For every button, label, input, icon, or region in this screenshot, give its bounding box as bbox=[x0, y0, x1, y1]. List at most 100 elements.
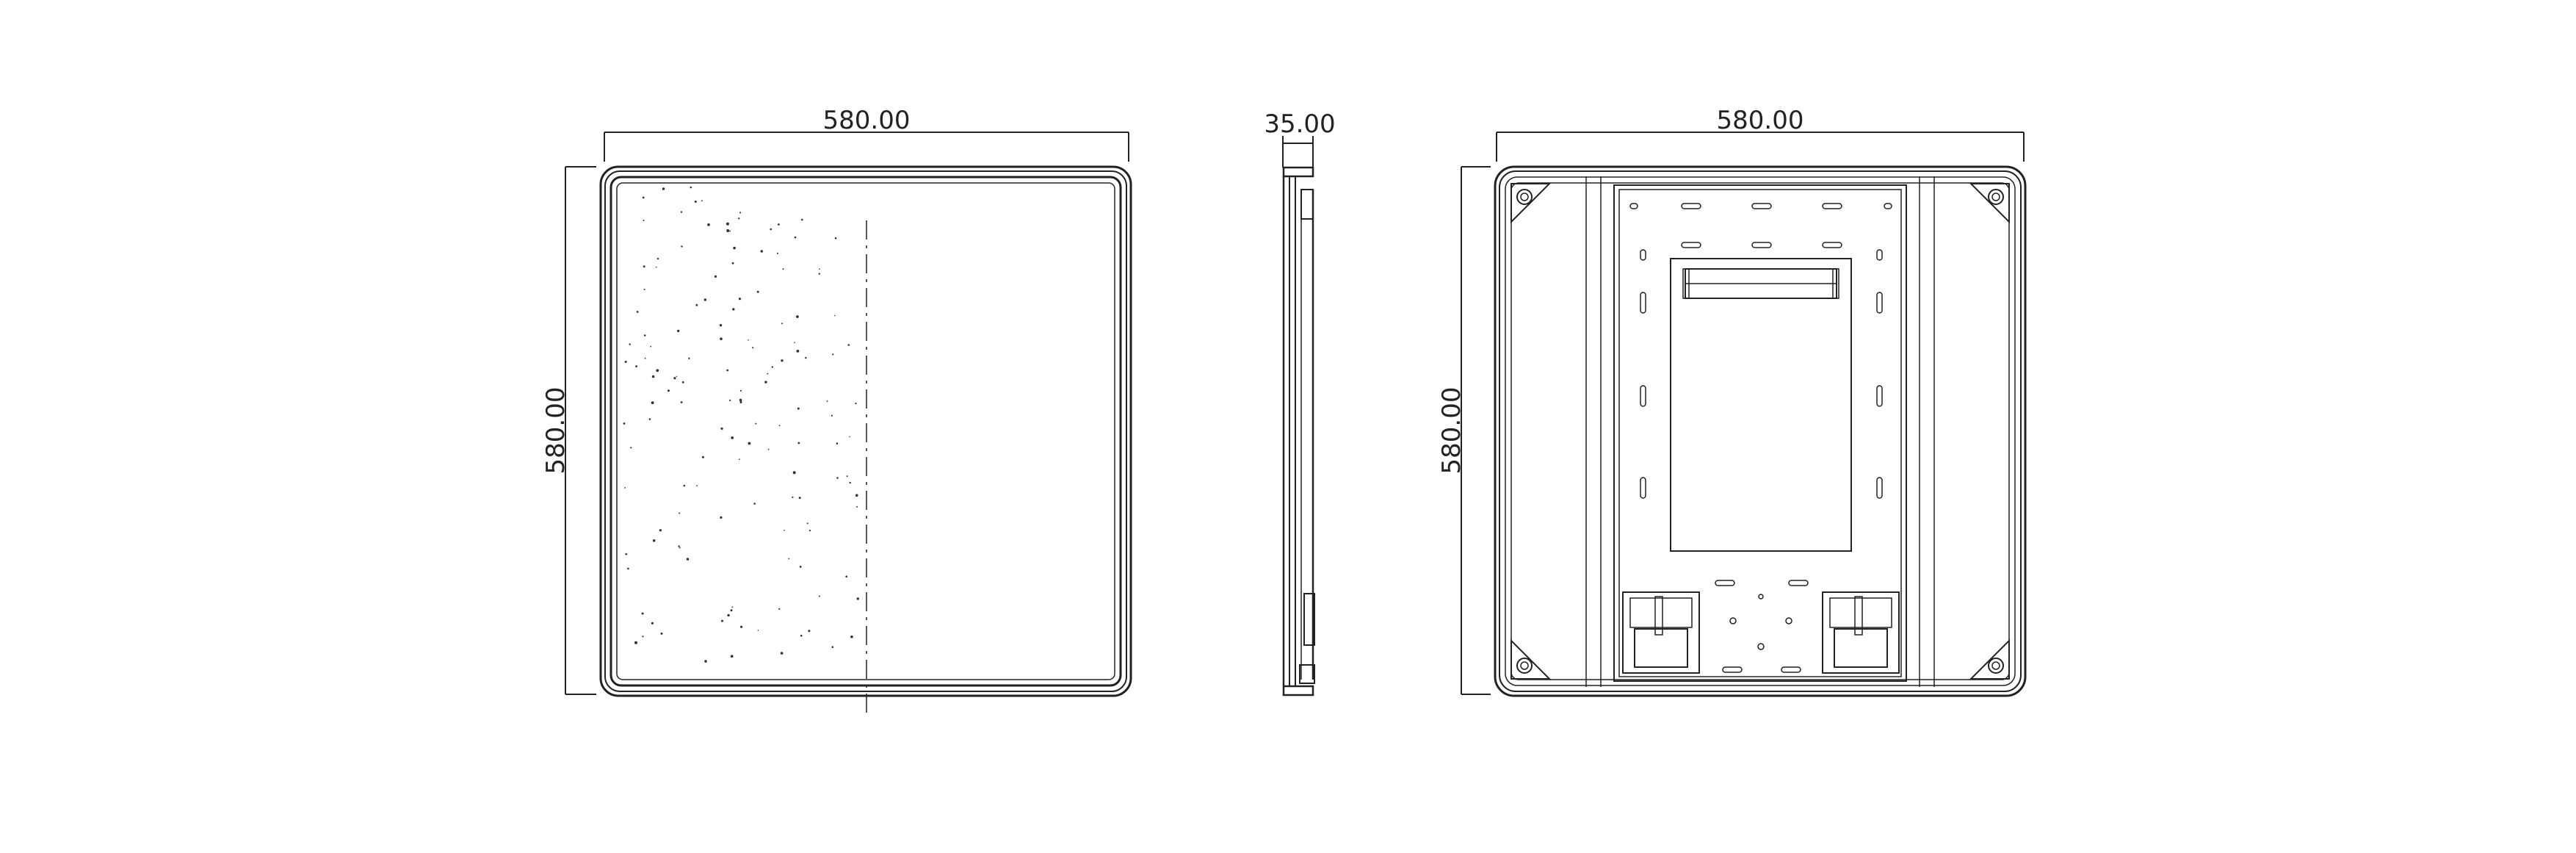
speckle-dot bbox=[701, 456, 704, 458]
power-box-right bbox=[1822, 591, 1900, 674]
speckle-dot bbox=[732, 308, 735, 311]
speckle-dot bbox=[755, 422, 757, 425]
speckle-dot bbox=[834, 314, 836, 317]
speckle-dot bbox=[767, 372, 769, 375]
speckle-dot bbox=[623, 422, 626, 425]
horizontal-slot bbox=[1822, 242, 1842, 248]
speckle-dot bbox=[720, 337, 723, 341]
speckle-dot bbox=[681, 381, 684, 384]
speckle-dot bbox=[721, 619, 723, 622]
speckle-dot bbox=[641, 612, 644, 615]
plate-cutout bbox=[1670, 258, 1852, 552]
speckle-dot bbox=[832, 353, 834, 356]
speckle-dot bbox=[808, 630, 811, 633]
speckle-dot bbox=[701, 200, 703, 202]
speckle-dot bbox=[800, 634, 803, 637]
horizontal-slot bbox=[1884, 203, 1892, 209]
speckle-dot bbox=[648, 418, 651, 420]
speckle-dot bbox=[801, 218, 803, 221]
speckle-dot bbox=[651, 622, 654, 625]
speckle-dot bbox=[784, 530, 785, 531]
speckle-dot bbox=[660, 632, 663, 635]
speckle-dot bbox=[778, 608, 781, 611]
speckle-dot bbox=[642, 196, 645, 199]
speckle-dot bbox=[798, 497, 801, 500]
speckle-dot bbox=[845, 575, 847, 577]
speckle-dot bbox=[726, 369, 729, 372]
speckle-dot bbox=[652, 539, 656, 542]
speckle-dot bbox=[651, 375, 655, 378]
speckle-dot bbox=[819, 268, 820, 270]
vertical-slot bbox=[1640, 385, 1646, 407]
speckle-dot bbox=[680, 401, 683, 403]
speckle-dot bbox=[797, 442, 800, 445]
corner-bracket-top-left bbox=[1510, 183, 1552, 224]
front-frosted-pattern bbox=[623, 186, 860, 663]
side-profile bbox=[1282, 166, 1315, 697]
horizontal-slot bbox=[1751, 203, 1772, 209]
speckle-dot bbox=[847, 344, 850, 346]
vertical-slot bbox=[1876, 292, 1883, 314]
speckle-dot bbox=[694, 201, 697, 203]
speckle-dot bbox=[627, 567, 629, 570]
speckle-dot bbox=[805, 356, 807, 359]
speckle-dot bbox=[729, 230, 731, 232]
speckle-dot bbox=[767, 448, 770, 450]
mounting-slots bbox=[1629, 203, 1892, 673]
speckle-dot bbox=[667, 389, 670, 392]
speckle-dot bbox=[760, 250, 764, 253]
speckle-dot bbox=[796, 315, 799, 318]
speckle-dot bbox=[703, 298, 707, 301]
speckle-dot bbox=[855, 494, 858, 497]
speckle-dot bbox=[656, 369, 659, 372]
back-width-label: 580.00 bbox=[1717, 106, 1804, 135]
speckle-dot bbox=[834, 237, 837, 240]
front-width-label: 580.00 bbox=[823, 106, 911, 135]
vertical-slot bbox=[1640, 292, 1646, 314]
speckle-dot bbox=[764, 381, 767, 384]
mounting-plate bbox=[1613, 184, 1907, 682]
horizontal-slot bbox=[1629, 203, 1638, 209]
speckle-dot bbox=[673, 377, 676, 380]
speckle-dot bbox=[696, 485, 698, 487]
speckle-dot bbox=[634, 641, 637, 644]
speckle-dot bbox=[794, 236, 797, 239]
speckle-dot bbox=[739, 212, 742, 214]
speckle-dot bbox=[636, 311, 639, 313]
back-height-label: 580.00 bbox=[1437, 387, 1466, 475]
speckle-dot bbox=[770, 228, 772, 231]
speckle-dot bbox=[806, 522, 808, 525]
horizontal-slot bbox=[1681, 242, 1701, 248]
front-mirror-frame bbox=[599, 165, 1132, 697]
speckle-dot bbox=[757, 630, 759, 631]
speckle-dot bbox=[644, 357, 646, 359]
speckle-dot bbox=[643, 265, 645, 268]
speckle-dot bbox=[753, 503, 756, 505]
vertical-slot bbox=[1876, 249, 1883, 261]
speckle-dot bbox=[778, 223, 780, 226]
speckle-dot bbox=[781, 359, 784, 362]
speckle-dot bbox=[780, 652, 784, 655]
back-frame bbox=[1494, 165, 2027, 697]
speckle-dot bbox=[676, 375, 678, 378]
speckle-dot bbox=[748, 442, 751, 445]
speckle-dot bbox=[733, 246, 736, 250]
speckle-dot bbox=[686, 558, 690, 561]
back-vertical-rails bbox=[1585, 176, 1935, 687]
power-box-left bbox=[1622, 591, 1700, 674]
speckle-dot bbox=[748, 339, 749, 341]
speckle-dot bbox=[677, 329, 680, 333]
back-view: 580.00 580.00 bbox=[1437, 106, 2027, 697]
speckle-dot bbox=[719, 324, 723, 327]
speckle-dot bbox=[681, 245, 683, 248]
speckle-dot bbox=[778, 425, 781, 427]
speckle-dot bbox=[680, 211, 683, 213]
speckle-dot bbox=[656, 257, 659, 260]
speckle-dot bbox=[740, 625, 743, 628]
speckle-dot bbox=[808, 530, 811, 532]
speckle-dot bbox=[726, 229, 730, 232]
speckle-dot bbox=[695, 303, 698, 306]
speckle-dot bbox=[635, 365, 637, 367]
speckle-dot bbox=[799, 566, 802, 568]
speckle-dot bbox=[818, 595, 820, 597]
